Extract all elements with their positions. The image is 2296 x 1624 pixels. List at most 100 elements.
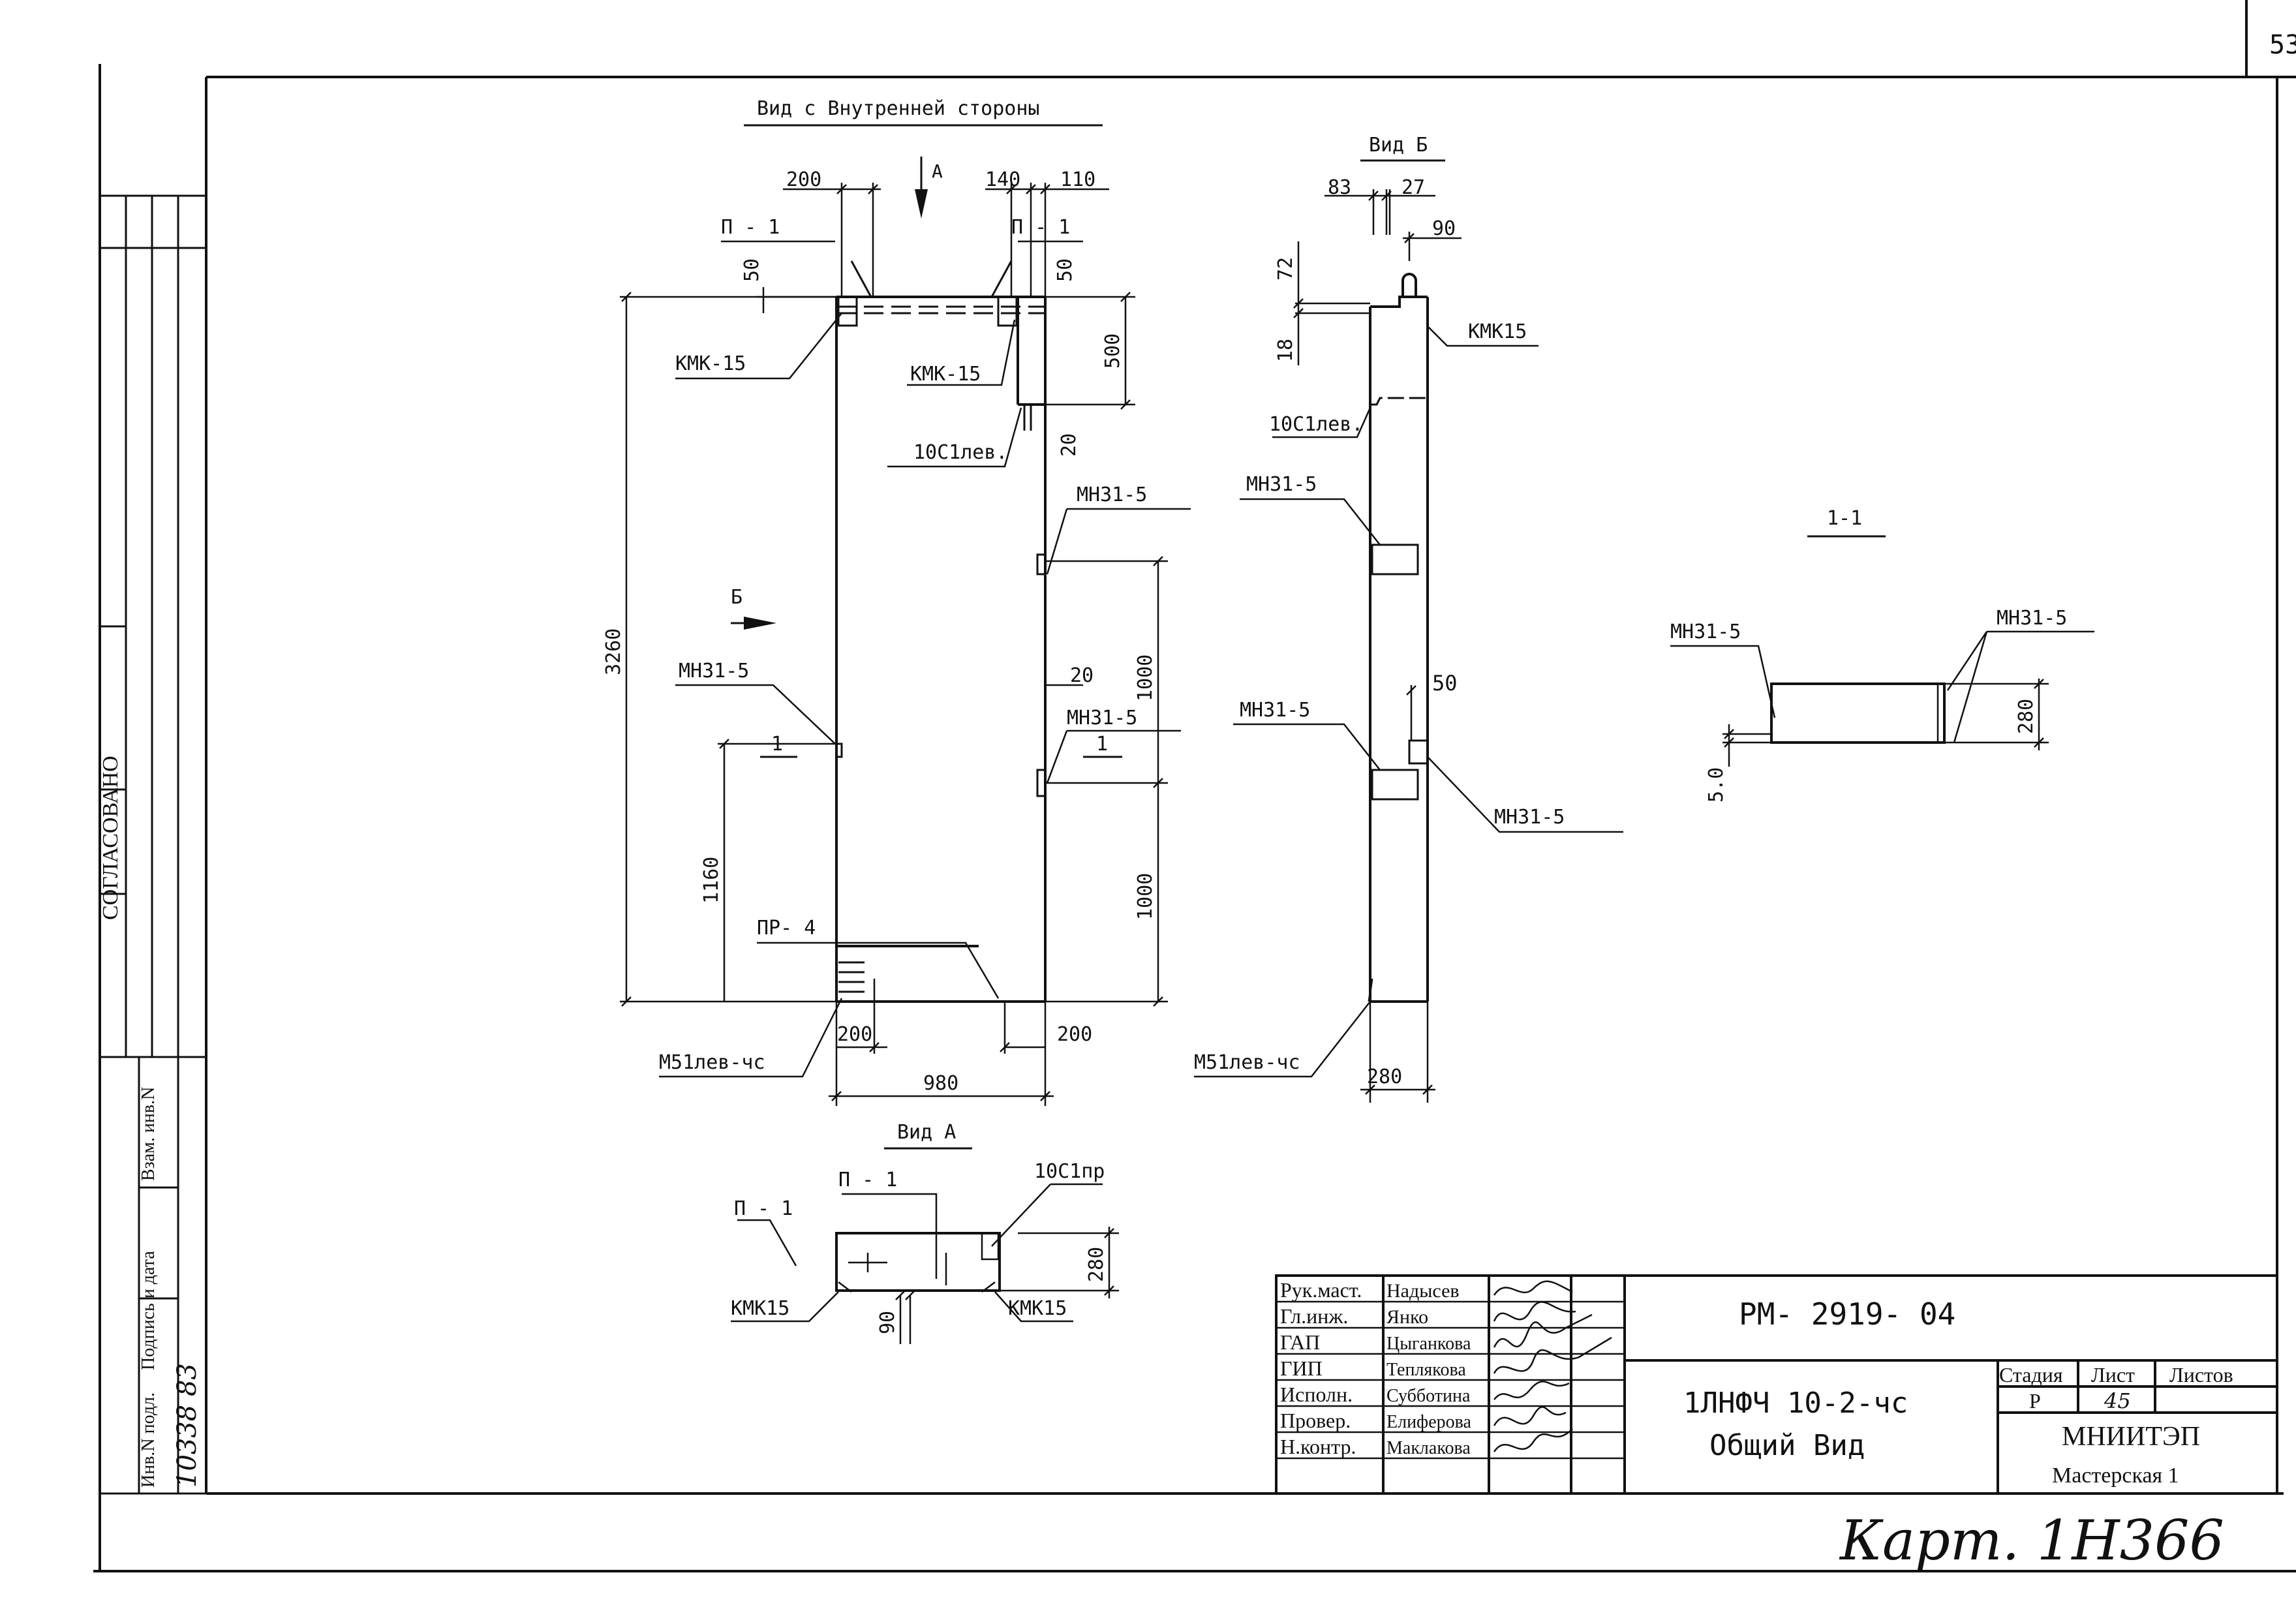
dim-20-upper: 20 (1058, 433, 1080, 457)
arrow-b-marker (731, 617, 776, 630)
side-stamp (100, 194, 206, 1495)
name-5: Елиферова (1386, 1412, 1471, 1432)
vb-mn31-label-lower: МН31-5 (1240, 699, 1310, 722)
doc-code: РМ- 2919- 04 (1739, 1296, 1955, 1332)
va-dim-90: 90 (876, 1311, 899, 1334)
va-kmk15-right: КМК15 (1008, 1297, 1067, 1320)
dim-110-top: 110 (1060, 168, 1095, 191)
va-p1-top: П - 1 (838, 1169, 897, 1191)
mn31-label-mid: МН31-5 (1067, 707, 1137, 729)
vb-mn31-label-upper: МН31-5 (1246, 473, 1317, 496)
section-marker-left: 1 (771, 733, 783, 756)
agreed-label: СОГЛАСОВАНО (99, 756, 123, 920)
va-c10-right: 10С1пр (1034, 1160, 1105, 1183)
dim-1000-upper: 1000 (1134, 654, 1157, 701)
name-4: Субботина (1386, 1386, 1471, 1406)
arrow-a-marker (915, 157, 928, 219)
mn31-label-upper: МН31-5 (1077, 483, 1147, 506)
sec-dim-280: 280 (2015, 699, 2038, 734)
name-0: Надысев (1386, 1280, 1460, 1302)
stage-label: Стадия (1999, 1363, 2063, 1387)
name-2: Цыганкова (1386, 1334, 1471, 1354)
main-view-panel (835, 296, 1047, 1003)
stage-value: Р (2029, 1389, 2041, 1413)
vb-dim-90: 90 (1432, 217, 1456, 240)
p1-label-left: П - 1 (721, 216, 780, 239)
dim-1160: 1160 (700, 857, 723, 904)
dim-200-bottom-left: 200 (837, 1023, 872, 1046)
view-b-title: Вид Б (1369, 134, 1428, 157)
title-block-grid (1275, 1274, 2278, 1495)
role-2: ГАП (1280, 1330, 1320, 1354)
arrow-a-label: А (932, 161, 943, 182)
dim-140-top: 140 (985, 168, 1020, 191)
sheet-value: 45 (2104, 1388, 2131, 1413)
sec-dim-5: 5.0 (1705, 767, 1728, 803)
view-a-outline (835, 1232, 1001, 1292)
arrow-b-label: Б (731, 586, 742, 609)
section-marker-right: 1 (1096, 733, 1108, 756)
role-3: ГИП (1280, 1356, 1323, 1380)
role-4: Исполн. (1280, 1383, 1353, 1406)
view-b-leaders (1194, 326, 1623, 1078)
main-view-details (836, 260, 1045, 993)
replace-inv-label: Взам. инв.N (138, 1087, 159, 1181)
c10-left-label: 10С1лев. (913, 441, 1008, 464)
mn31-label-left: МН31-5 (679, 660, 749, 682)
role-5: Провер. (1280, 1409, 1351, 1432)
dim-200-top-left: 200 (786, 168, 821, 191)
sec-mn31-left: МН31-5 (1670, 620, 1741, 643)
inv-number-handwritten: 10338 83 (172, 1363, 202, 1488)
p1-label-right: П - 1 (1011, 216, 1070, 239)
drawing-title: Общий Вид (1709, 1429, 1865, 1462)
name-1: Янко (1386, 1306, 1428, 1328)
section-1-1-title: 1-1 (1827, 507, 1862, 530)
va-p1-left: П - 1 (734, 1197, 793, 1220)
sign-date-label: Подпись и дата (138, 1251, 159, 1370)
name-6: Маклакова (1386, 1438, 1471, 1458)
signatures (1493, 1280, 1612, 1452)
inv-orig-label: Инв.N подл. (138, 1392, 159, 1488)
sec-mn31-right: МН31-5 (1997, 607, 2067, 630)
view-a-details (731, 1183, 1119, 1344)
va-kmk15-left: КМК15 (731, 1297, 789, 1320)
handwritten-card-note: Карт. 1Н366 (1839, 1509, 2224, 1572)
inner-side-title: Вид с Внутренней стороны (757, 97, 1039, 120)
dim-200-bottom-right: 200 (1057, 1023, 1092, 1046)
pr4-label: ПР- 4 (757, 917, 816, 940)
vb-dim-18: 18 (1274, 339, 1297, 362)
name-3: Теплякова (1386, 1360, 1466, 1380)
sheet-frame (93, 0, 2296, 1572)
vb-mn31-label-right: МН31-5 (1494, 806, 1565, 829)
dim-980: 980 (923, 1072, 958, 1095)
dim-1000-lower: 1000 (1134, 873, 1157, 920)
kmk15-label-left: КМК-15 (675, 352, 746, 375)
vb-dim-50: 50 (1432, 671, 1458, 696)
dim-20-mid: 20 (1070, 664, 1094, 687)
org-name: МНИИТЭП (2062, 1422, 2200, 1452)
dim-50-left: 50 (741, 258, 763, 282)
product-code: 1ЛНФЧ 10-2-чс (1683, 1387, 1908, 1420)
dim-50-right: 50 (1054, 258, 1077, 282)
role-6: Н.контр. (1280, 1435, 1356, 1458)
vb-dim-280: 280 (1367, 1065, 1402, 1088)
vb-dim-72: 72 (1274, 257, 1297, 281)
vb-dim-27: 27 (1401, 176, 1425, 199)
view-b-panel (1369, 273, 1429, 1003)
role-0: Рук.маст. (1280, 1278, 1362, 1302)
section-1-1-details (1670, 630, 2094, 767)
vb-dim-83: 83 (1328, 176, 1351, 199)
vb-c10-left-label: 10С1лев. (1269, 413, 1364, 436)
section-1-1-outline (1770, 682, 1946, 744)
vb-kmk15-label: КМК15 (1468, 320, 1527, 343)
main-leaders (659, 240, 1191, 1078)
dim-3260: 3260 (602, 628, 625, 675)
sheet-number: 53 (2269, 30, 2296, 60)
main-dim-lines (620, 183, 1168, 1106)
sheets-label: Листов (2169, 1363, 2233, 1387)
dim-500: 500 (1101, 333, 1124, 369)
view-b-details (1368, 397, 1429, 1002)
role-1: Гл.инж. (1280, 1304, 1348, 1328)
vb-m51-label: М51лев-чс (1194, 1051, 1300, 1074)
